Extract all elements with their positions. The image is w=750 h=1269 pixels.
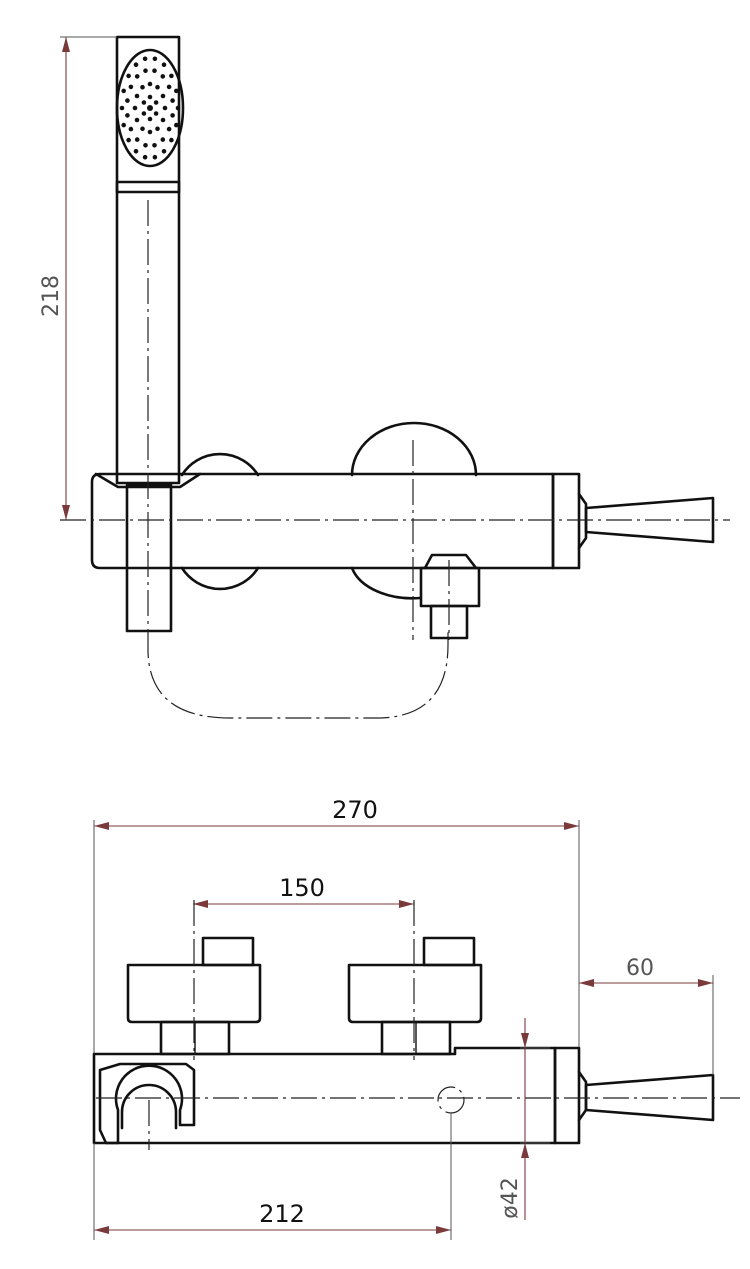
right-inlet-rosette xyxy=(347,963,483,1024)
dim-270-label: 270 xyxy=(332,796,378,824)
outlet-nut-upper xyxy=(423,553,478,570)
showerhead-face xyxy=(115,48,185,168)
nozzle-hole xyxy=(153,100,159,105)
nozzle-hole xyxy=(166,84,172,90)
dim-150-arrow-left xyxy=(193,900,208,908)
nozzle-hole xyxy=(141,100,147,105)
nozzle-hole xyxy=(125,113,130,118)
nozzle-hole xyxy=(174,122,179,128)
nozzle-hole xyxy=(134,117,140,123)
top-mixer-body xyxy=(92,1046,557,1145)
nozzle-hole xyxy=(161,149,167,154)
rosette-right-lower xyxy=(350,566,422,600)
left-inlet-cap xyxy=(201,936,255,967)
nozzle-hole xyxy=(160,93,166,99)
right-inlet-cap xyxy=(422,936,476,967)
nozzle-hole xyxy=(147,105,153,111)
top-body-end-cap xyxy=(553,1046,581,1145)
nozzle-hole xyxy=(143,143,148,148)
left-inlet-rosette xyxy=(126,963,262,1024)
nozzle-hole xyxy=(155,84,160,90)
mixer-body xyxy=(90,472,555,570)
hose-path xyxy=(147,632,449,719)
dim-270-arrow-right xyxy=(564,822,579,830)
nozzle-hole xyxy=(169,137,174,143)
nozzle-hole xyxy=(152,68,157,73)
nozzle-hole xyxy=(147,116,153,122)
body-end-cap xyxy=(551,472,581,570)
nozzle-hole xyxy=(128,126,134,132)
handshower-collar xyxy=(115,180,181,194)
holder-bracket xyxy=(94,472,202,489)
dim-212-label: 212 xyxy=(259,1200,305,1228)
nozzle-hole xyxy=(147,129,153,135)
dim-218-label: 218 xyxy=(39,275,64,317)
showerhead-nozzles xyxy=(119,56,181,160)
nozzle-hole xyxy=(132,105,138,111)
dim-42-arrow-top xyxy=(521,1033,529,1048)
dim-60-label: 60 xyxy=(626,956,654,981)
nozzle-hole xyxy=(133,62,139,67)
nozzle-hole xyxy=(153,111,159,116)
nozzle-hole xyxy=(147,94,153,100)
nozzle-hole xyxy=(175,105,181,111)
dim-212-arrow-right xyxy=(436,1226,451,1234)
rosette-left xyxy=(180,452,260,477)
nozzle-hole xyxy=(141,111,147,116)
outlet-nut xyxy=(419,566,481,608)
dim-270-arrow-left xyxy=(94,822,109,830)
nozzle-hole xyxy=(160,137,166,142)
nozzle-hole xyxy=(126,137,131,143)
nozzle-hole xyxy=(126,73,131,79)
nozzle-hole xyxy=(162,105,168,111)
nozzle-hole xyxy=(170,113,175,118)
dim-218-arrow-top xyxy=(62,37,70,52)
nozzle-hole xyxy=(155,126,160,132)
nozzle-hole xyxy=(147,81,153,87)
dim-150-label: 150 xyxy=(279,874,325,902)
nozzle-hole xyxy=(174,88,179,94)
dim-218-arrow-bottom xyxy=(62,505,70,520)
dim-150-arrow-right xyxy=(399,900,414,908)
holder-pipe xyxy=(125,483,173,633)
dim-42-label: ø42 xyxy=(498,1177,523,1218)
side-view: 218 xyxy=(39,35,730,719)
nozzle-hole xyxy=(142,154,148,160)
nozzle-hole xyxy=(133,149,139,154)
nozzle-hole xyxy=(140,126,145,132)
outlet-hole-hidden xyxy=(437,1086,465,1114)
nozzle-hole xyxy=(160,74,166,79)
nozzle-hole xyxy=(160,117,166,123)
dim-42-arrow-bottom xyxy=(521,1143,529,1158)
nozzle-hole xyxy=(121,88,126,94)
holder-ring xyxy=(120,1083,178,1130)
nozzle-hole xyxy=(128,84,134,90)
nozzle-hole xyxy=(121,122,126,128)
lever-handle xyxy=(584,496,715,544)
nozzle-hole xyxy=(134,93,140,99)
nozzle-hole xyxy=(170,98,175,103)
top-view: 270 150 60 xyxy=(92,796,740,1240)
nozzle-hole xyxy=(125,98,130,103)
holder-socket xyxy=(98,1062,196,1145)
nozzle-hole xyxy=(152,56,158,62)
dim-212-arrow-left xyxy=(94,1226,109,1234)
rosette-left-lower xyxy=(180,566,260,591)
nozzle-hole xyxy=(143,68,148,73)
nozzle-hole xyxy=(140,84,145,90)
nozzle-hole xyxy=(166,126,172,132)
dim-60-arrow-right xyxy=(698,979,713,987)
nozzle-hole xyxy=(169,73,174,79)
top-lever-handle xyxy=(584,1073,715,1122)
dim-60-arrow-left xyxy=(579,979,594,987)
nozzle-hole xyxy=(119,105,125,111)
nozzle-hole xyxy=(134,137,140,142)
nozzle-hole xyxy=(152,154,158,160)
nozzle-hole xyxy=(134,74,140,79)
nozzle-hole xyxy=(152,143,157,148)
nozzle-hole xyxy=(161,62,167,67)
rosette-right xyxy=(350,421,478,477)
nozzle-hole xyxy=(142,56,148,62)
